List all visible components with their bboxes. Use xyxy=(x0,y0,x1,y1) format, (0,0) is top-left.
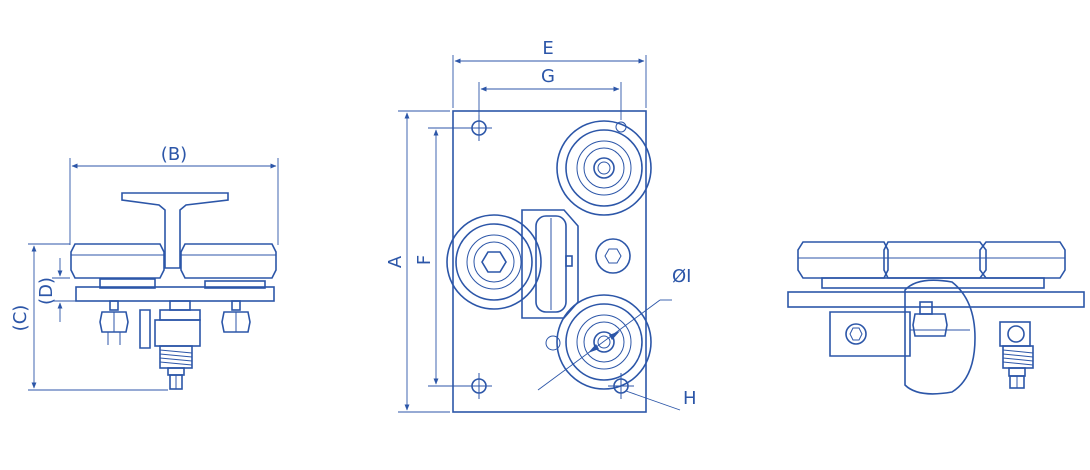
dimension-label-e: E xyxy=(542,38,553,59)
dimension-label-a: A xyxy=(385,255,406,268)
dimension-label-f: F xyxy=(414,255,435,265)
base-plate xyxy=(452,110,647,413)
dimension-label-d: (D) xyxy=(36,277,57,305)
dimension-label-h: H xyxy=(683,388,697,409)
dimension-label-c: (C) xyxy=(10,305,31,332)
mounting-hole xyxy=(466,373,492,399)
wheel-top xyxy=(556,120,652,216)
guide-bracket xyxy=(521,209,579,319)
hex-nut xyxy=(595,238,631,274)
wheel-bottom xyxy=(545,294,652,390)
left-side-view: (B) xyxy=(10,144,279,391)
front-view: E G A F xyxy=(385,38,697,413)
right-side-view xyxy=(787,241,1085,395)
dimension-label-g: G xyxy=(541,66,555,87)
dimension-label-b: (B) xyxy=(161,144,187,165)
wheel-left xyxy=(446,214,542,310)
spring xyxy=(159,345,193,390)
mounting-hole xyxy=(466,115,492,141)
dimension-label-i: ØI xyxy=(672,266,691,287)
spring xyxy=(1002,345,1034,389)
